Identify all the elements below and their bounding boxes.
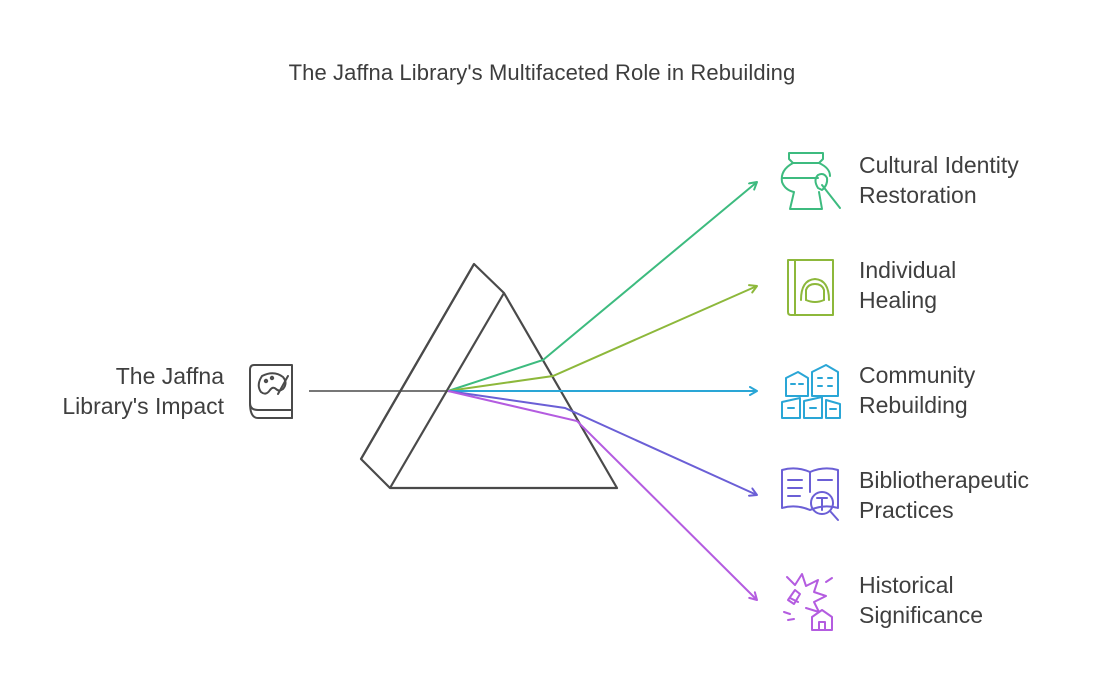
output-label-line2: Restoration <box>859 182 977 208</box>
output-label-line1: Historical <box>859 572 954 598</box>
output-label-line2: Significance <box>859 602 984 628</box>
output-rays <box>447 181 758 601</box>
output-label-line1: Cultural Identity <box>859 152 1019 178</box>
output-label-line1: Bibliotherapeutic <box>859 467 1030 493</box>
diagram-title: The Jaffna Library's Multifaceted Role i… <box>288 60 796 85</box>
ray-individual-healing <box>447 284 758 392</box>
source-label-line1: The Jaffna <box>115 363 224 389</box>
explosion-house-icon <box>783 573 833 631</box>
ray-historical <box>447 390 758 601</box>
book-magnifier-icon <box>781 467 839 521</box>
source-label: The Jaffna Library's Impact <box>62 361 224 421</box>
output-label-historical: Historical Significance <box>859 570 983 630</box>
output-label-individual-healing: Individual Healing <box>859 255 956 315</box>
output-label-line2: Practices <box>859 497 954 523</box>
source-label-line2: Library's Impact <box>62 393 224 419</box>
buildings-icon <box>781 364 841 419</box>
ray-bibliotherapeutic <box>447 390 758 497</box>
book-head-icon <box>787 259 834 316</box>
output-label-line2: Rebuilding <box>859 392 968 418</box>
book-palette-icon <box>249 364 293 419</box>
output-label-line1: Individual <box>859 257 957 283</box>
output-label-community-rebuilding: Community Rebuilding <box>859 360 975 420</box>
output-label-bibliotherapeutic: Bibliotherapeutic Practices <box>859 465 1029 525</box>
output-label-line2: Healing <box>859 287 937 313</box>
output-label-cultural-identity: Cultural Identity Restoration <box>859 150 1019 210</box>
output-label-line1: Community <box>859 362 976 388</box>
vase-brush-icon <box>780 152 841 210</box>
ray-cultural-identity <box>447 181 758 392</box>
prism <box>359 262 619 490</box>
